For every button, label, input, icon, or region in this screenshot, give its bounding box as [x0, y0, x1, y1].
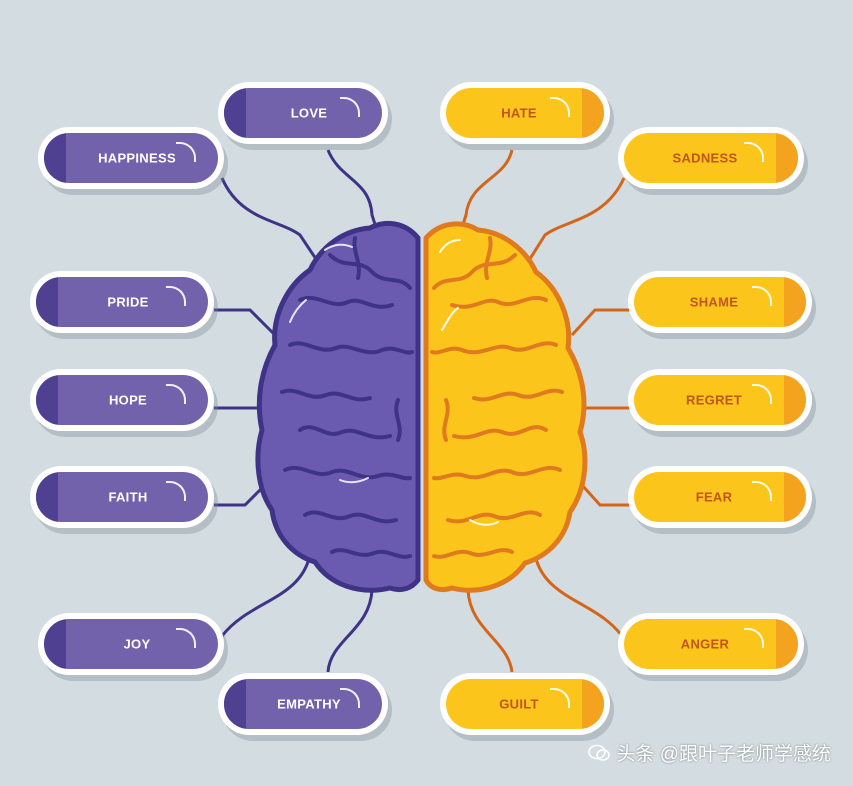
emotion-label: FAITH — [108, 489, 148, 505]
emotion-pill-love: LOVE — [218, 82, 388, 144]
right-gyri — [430, 236, 564, 559]
emotion-pill-hate: HATE — [440, 82, 610, 144]
emotion-label: SADNESS — [672, 150, 738, 166]
right-hemisphere — [423, 221, 588, 593]
left-highlights — [289, 243, 369, 484]
emotion-label: REGRET — [686, 392, 742, 408]
emotion-label: HATE — [501, 105, 537, 121]
connector-hate — [456, 149, 514, 241]
connector-faith — [214, 483, 267, 507]
emotion-label: PRIDE — [107, 294, 149, 310]
emotion-pill-guilt: GUILT — [440, 673, 610, 735]
emotion-pill-faith: FAITH — [30, 466, 214, 528]
emotion-label: FEAR — [695, 489, 733, 505]
connector-empathy — [326, 589, 374, 673]
emotion-label: GUILT — [499, 696, 539, 712]
emotion-pill-shame: SHAME — [628, 271, 812, 333]
left-gyri — [280, 236, 414, 559]
connector-fear — [580, 483, 630, 507]
emotion-label: HOPE — [108, 392, 148, 408]
emotion-label: EMPATHY — [277, 696, 341, 712]
emotion-pill-empathy: EMPATHY — [218, 673, 388, 735]
connector-sadness — [526, 177, 626, 263]
wechat-bubble-icon — [588, 744, 611, 761]
connector-love — [326, 149, 382, 241]
emotion-label: ANGER — [680, 636, 730, 652]
connector-guilt — [466, 589, 514, 673]
emotion-pill-fear: FEAR — [628, 466, 812, 528]
emotion-label: JOY — [123, 636, 151, 652]
emotion-pill-happiness: HAPPINESS — [38, 127, 224, 189]
connector-happiness — [220, 177, 320, 263]
emotion-pill-joy: JOY — [38, 613, 224, 675]
emotion-pill-pride: PRIDE — [30, 271, 214, 333]
emotion-pill-regret: REGRET — [628, 369, 812, 431]
emotion-label: HAPPINESS — [98, 150, 176, 166]
connector-joy — [220, 554, 312, 637]
emotion-pill-hope: HOPE — [30, 369, 214, 431]
right-highlights — [439, 239, 499, 526]
connector-pride — [214, 308, 277, 337]
emotion-pill-sadness: SADNESS — [618, 127, 804, 189]
connector-anger — [533, 554, 624, 637]
connector-shame — [570, 308, 630, 337]
emotion-pill-anger: ANGER — [618, 613, 804, 675]
emotion-label: LOVE — [290, 105, 328, 121]
watermark: 头条 @跟叶子老师学感统 — [588, 739, 831, 766]
emotion-label: SHAME — [689, 294, 739, 310]
watermark-text: 头条 @跟叶子老师学感统 — [616, 744, 831, 765]
left-hemisphere — [255, 220, 421, 593]
